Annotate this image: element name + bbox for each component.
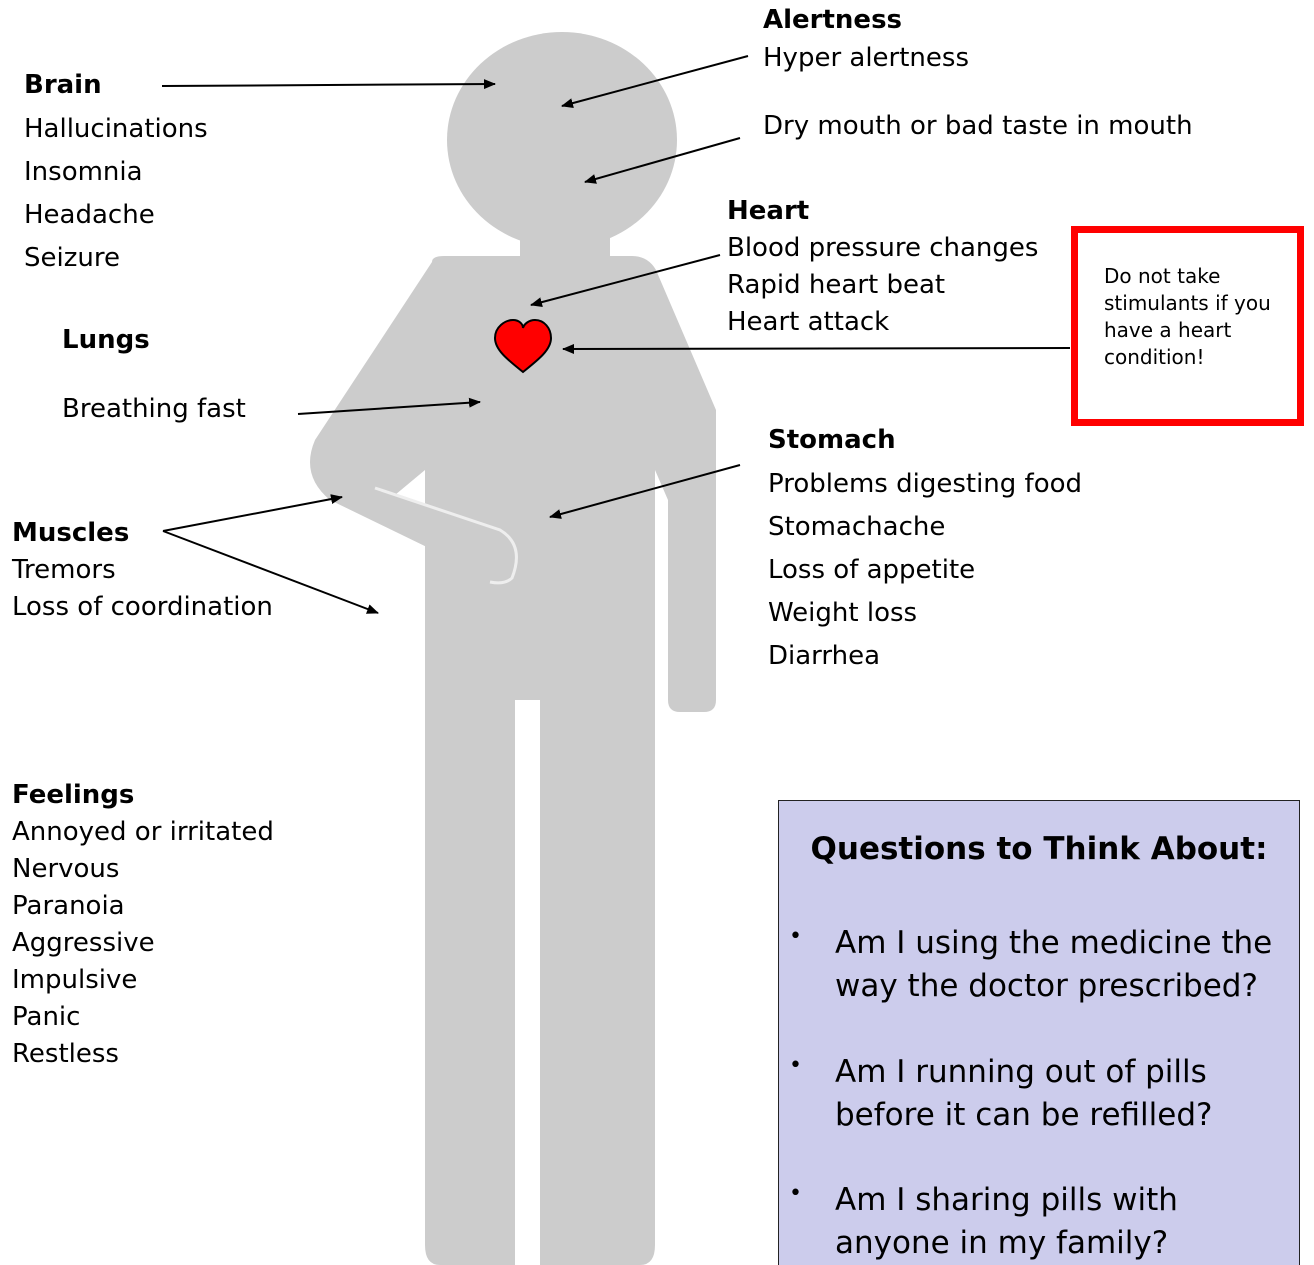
mouth-line: Dry mouth or bad taste in mouth <box>763 111 1193 141</box>
question-item: • Am I sharing pills with anyone in my f… <box>789 1179 1295 1265</box>
feelings-line: Impulsive <box>12 965 138 995</box>
stomach-title: Stomach <box>768 425 896 455</box>
question-text: Am I using the medicine the way the doct… <box>835 925 1273 1004</box>
lungs-group: Lungs Breathing fast <box>62 327 246 422</box>
heart-warning-box: Do not take stimulants if you have a hea… <box>1071 226 1304 426</box>
mouth-group: Dry mouth or bad taste in mouth <box>763 113 1193 139</box>
question-item: • Am I using the medicine the way the do… <box>789 922 1295 1008</box>
question-text: Am I running out of pills before it can … <box>835 1054 1213 1133</box>
heart-line: Heart attack <box>727 307 890 337</box>
feelings-title: Feelings <box>12 780 135 810</box>
stomach-line: Problems digesting food <box>768 469 1083 499</box>
muscles-title: Muscles <box>12 518 130 548</box>
arrow-brain <box>161 79 496 90</box>
bullet-icon: • <box>789 1181 802 1206</box>
brain-line: Headache <box>24 200 155 230</box>
heart-line: Blood pressure changes <box>727 233 1039 263</box>
muscles-line: Loss of coordination <box>12 592 273 622</box>
arrow-alertness <box>561 55 749 108</box>
alertness-title: Alertness <box>763 5 903 35</box>
heart-line: Rapid heart beat <box>727 270 946 300</box>
feelings-line: Panic <box>12 1002 81 1032</box>
arrow-mouth <box>584 137 741 184</box>
warning-text: Do not take stimulants if you have a hea… <box>1104 264 1271 369</box>
bullet-icon: • <box>789 924 802 949</box>
feelings-line: Annoyed or irritated <box>12 817 274 847</box>
heart-group: Heart Blood pressure changes Rapid heart… <box>727 198 1038 335</box>
head-shape <box>447 32 677 248</box>
feelings-line: Restless <box>12 1039 119 1069</box>
stomach-line: Loss of appetite <box>768 555 976 585</box>
feelings-line: Paranoia <box>12 891 125 921</box>
brain-line: Seizure <box>24 243 120 273</box>
brain-line: Insomnia <box>24 157 143 187</box>
feelings-line: Aggressive <box>12 928 155 958</box>
arrow-heart <box>530 254 721 308</box>
arrows <box>161 55 1071 614</box>
lungs-line: Breathing fast <box>62 394 246 424</box>
forearm-outline <box>374 486 518 585</box>
stomach-group: Stomach Problems digesting food Stomacha… <box>768 427 1082 669</box>
arrow-lungs <box>297 397 481 415</box>
legs-shape <box>425 650 655 1265</box>
arrow-muscles-arm <box>162 494 343 532</box>
torso-shape <box>310 256 716 712</box>
arrow-muscles-leg <box>162 530 379 614</box>
feelings-group: Feelings Annoyed or irritated Nervous Pa… <box>12 782 274 1067</box>
arrow-stomach <box>549 464 741 519</box>
questions-title: Questions to Think About: <box>810 831 1268 867</box>
muscles-group: Muscles Tremors Loss of coordination <box>12 520 273 620</box>
bullet-icon: • <box>789 1053 802 1078</box>
question-item: • Am I running out of pills before it ca… <box>789 1051 1295 1137</box>
stomach-line: Weight loss <box>768 598 918 628</box>
brain-group: Brain Hallucinations Insomnia Headache S… <box>24 72 208 271</box>
stomach-line: Stomachache <box>768 512 946 542</box>
heart-title: Heart <box>727 196 810 226</box>
alertness-line: Hyper alertness <box>763 43 969 73</box>
arrow-warning <box>562 343 1071 354</box>
questions-panel: Questions to Think About: • Am I using t… <box>778 800 1300 1265</box>
heart-icon <box>493 318 553 374</box>
feelings-line: Nervous <box>12 854 120 884</box>
brain-line: Hallucinations <box>24 114 208 144</box>
body-silhouette <box>310 32 716 1265</box>
stomach-line: Diarrhea <box>768 641 881 671</box>
alertness-group: Alertness Hyper alertness <box>763 7 969 71</box>
muscles-line: Tremors <box>12 555 116 585</box>
question-text: Am I sharing pills with anyone in my fam… <box>835 1182 1178 1261</box>
brain-title: Brain <box>24 70 102 100</box>
lungs-title: Lungs <box>62 325 150 355</box>
